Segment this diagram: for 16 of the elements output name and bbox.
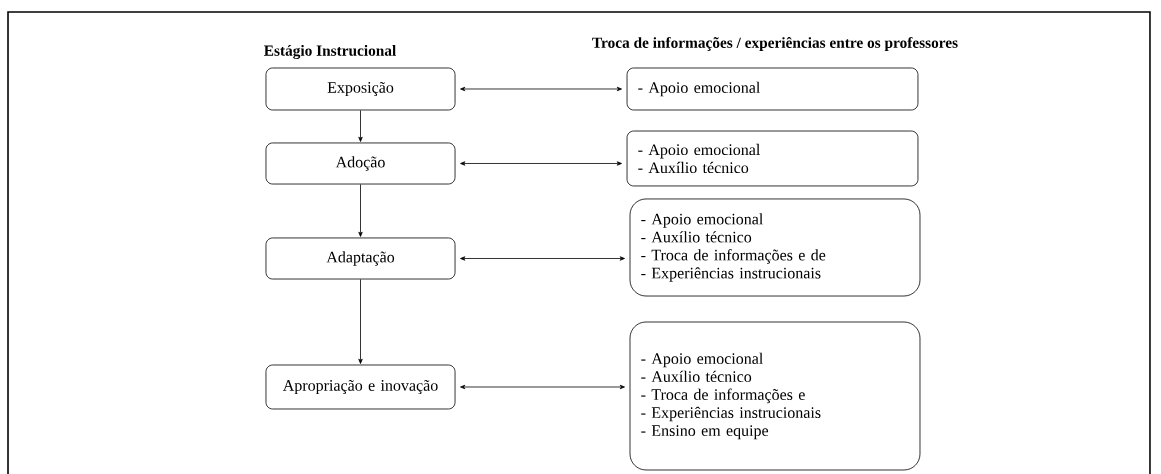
exchange-box: - Apoio emocional - Auxílio técnico - Troca de informações e - Experiências instrucionais - Ensino em equipe [629,321,921,471]
arrow [460,161,622,166]
arrow [460,256,625,261]
arrow [460,86,622,92]
arrow [358,279,363,364]
arrow [358,184,363,237]
stage-box: Adoção [265,142,456,185]
stage-box: Apropriação e inovação [265,364,456,410]
exchange-box: - Apoio emocional - Auxílio técnico - Troca de informações e de - Experiências instrucionais [629,198,921,297]
stage-box: Exposição [265,67,456,111]
arrow [460,384,625,390]
exchange-box: - Apoio emocional [626,67,919,111]
arrow [358,110,363,142]
exchange-box: - Apoio emocional - Auxílio técnico [626,130,919,187]
column-heading: Troca de informações / experiências entre os professores [592,36,958,52]
stage-box: Adaptação [265,237,456,280]
